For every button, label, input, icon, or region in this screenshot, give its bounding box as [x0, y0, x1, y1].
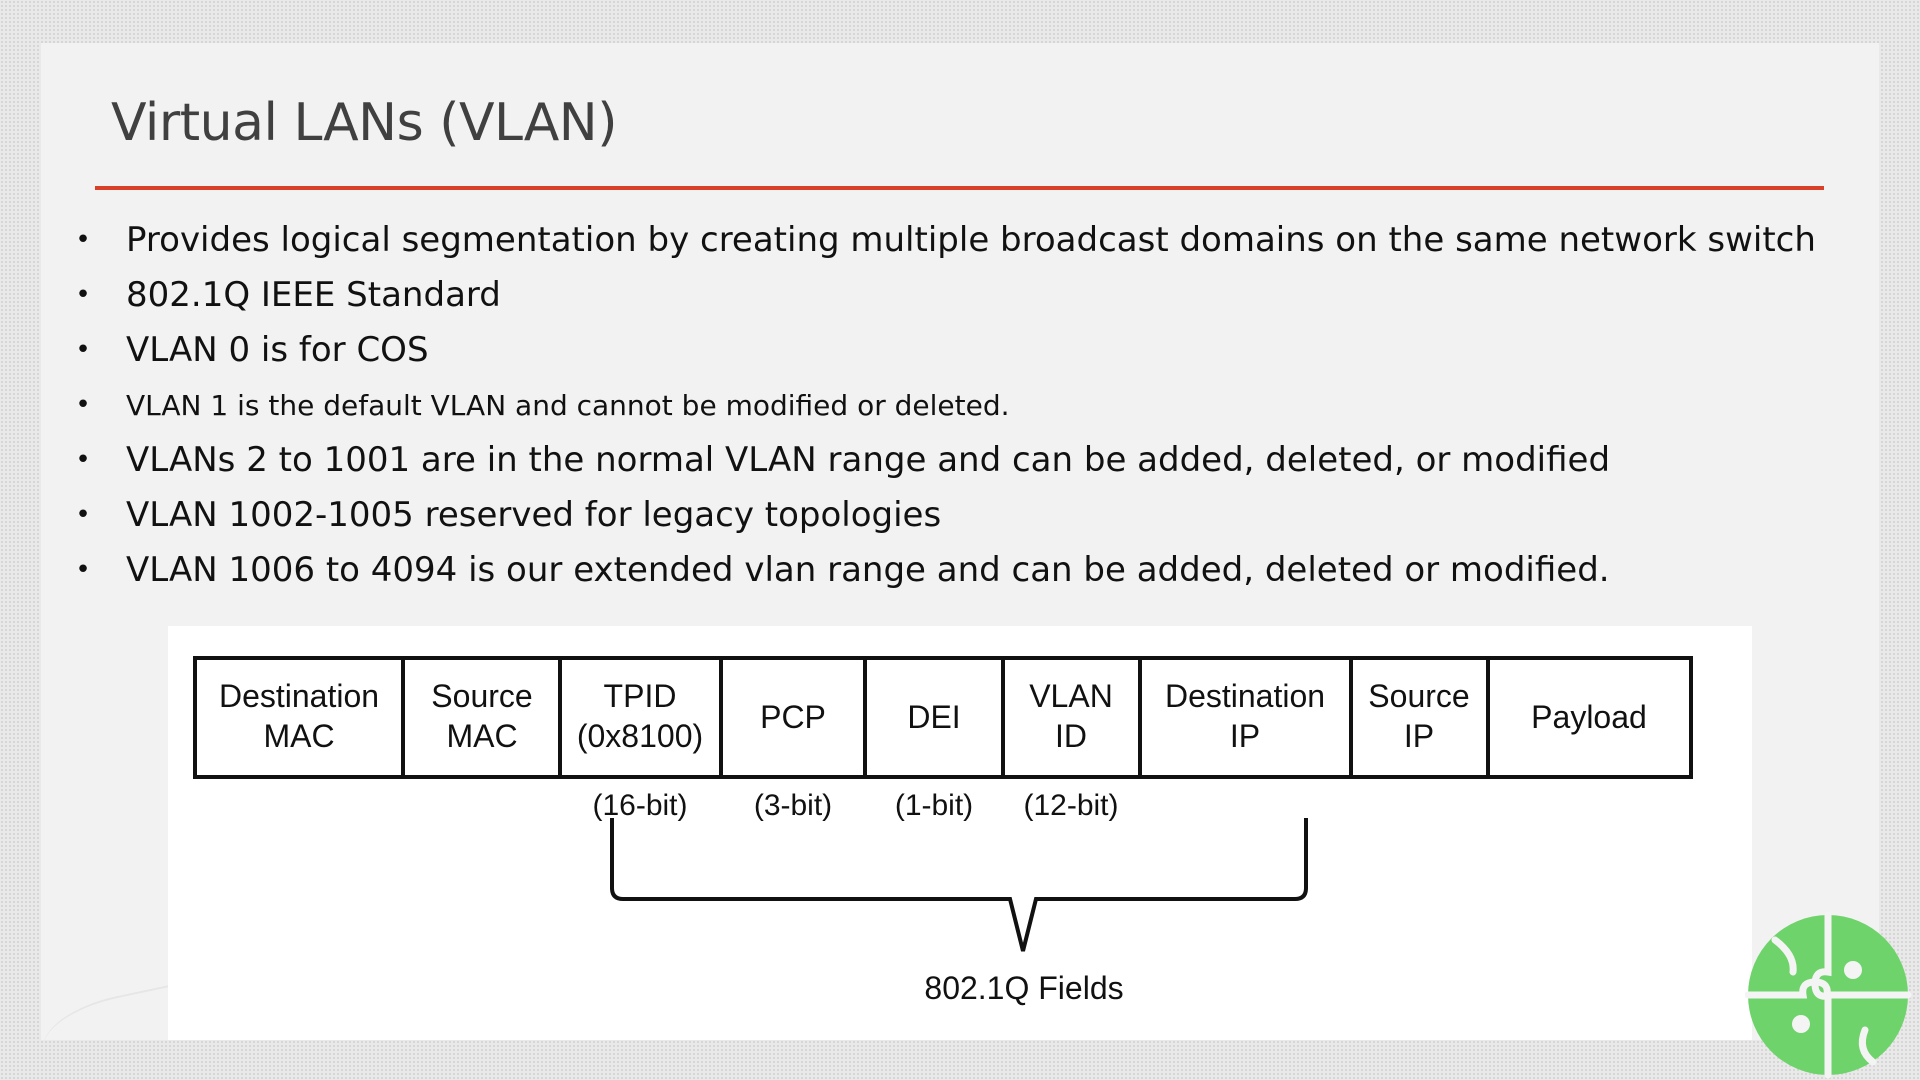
bullet-item: • VLAN 0 is for COS — [71, 323, 1861, 378]
field-destination-ip-line2: IP — [1230, 718, 1260, 754]
field-dei: DEI — [907, 699, 960, 735]
bullet-item: • VLAN 1002-1005 reserved for legacy topo… — [71, 488, 1861, 543]
brace-label: 802.1Q Fields — [924, 970, 1123, 1006]
field-vlan-id-line2: ID — [1055, 718, 1087, 754]
bullet-text: VLAN 0 is for COS — [126, 330, 429, 370]
field-pcp: PCP — [760, 699, 826, 735]
brace-802-1q — [610, 818, 1308, 952]
bullet-text: VLAN 1002-1005 reserved for legacy topol… — [126, 495, 942, 535]
bullet-icon: • — [75, 225, 91, 255]
vlan-frame-diagram: Destination MAC Source MAC TPID (0x8100)… — [168, 626, 1752, 1040]
bullet-text: VLAN 1006 to 4094 is our extended vlan r… — [126, 550, 1610, 590]
bullet-text: VLAN 1 is the default VLAN and cannot be… — [126, 389, 1010, 422]
frame-diagram-svg: Destination MAC Source MAC TPID (0x8100)… — [193, 656, 1693, 1006]
bullet-item: • Provides logical segmentation by creati… — [71, 213, 1861, 268]
field-tpid-line2: (0x8100) — [577, 718, 703, 754]
bullet-text: Provides logical segmentation by creatin… — [126, 220, 1816, 260]
field-destination-mac-line1: Destination — [219, 678, 379, 714]
bits-pcp: (3-bit) — [754, 789, 832, 822]
bullet-item: • VLANs 2 to 1001 are in the normal VLAN … — [71, 433, 1861, 488]
frame-outline — [193, 656, 1693, 779]
field-destination-ip-line1: Destination — [1165, 678, 1325, 714]
bullet-list: • Provides logical segmentation by creati… — [71, 213, 1861, 598]
field-payload: Payload — [1531, 699, 1647, 735]
field-tpid-line1: TPID — [604, 678, 677, 714]
bullet-icon: • — [75, 280, 91, 310]
field-source-ip-line1: Source — [1368, 678, 1469, 714]
bullet-text: 802.1Q IEEE Standard — [126, 275, 501, 315]
bullet-icon: • — [75, 445, 91, 475]
field-source-mac-line1: Source — [431, 678, 532, 714]
puzzle-piece-logo-icon — [1745, 910, 1920, 1080]
bullet-item: • VLAN 1006 to 4094 is our extended vlan … — [71, 543, 1861, 598]
field-destination-mac-line2: MAC — [263, 718, 334, 754]
bullet-icon: • — [75, 335, 91, 365]
slide: Virtual LANs (VLAN) • Provides logical se… — [41, 43, 1879, 1040]
bits-dei: (1-bit) — [895, 789, 973, 822]
bits-tpid: (16-bit) — [592, 789, 687, 822]
bullet-icon: • — [75, 500, 91, 530]
decorative-swoosh — [41, 984, 186, 1040]
slide-title: Virtual LANs (VLAN) — [111, 93, 617, 153]
bullet-item: • VLAN 1 is the default VLAN and cannot b… — [71, 378, 1861, 433]
field-source-ip-line2: IP — [1404, 718, 1434, 754]
bullet-text: VLANs 2 to 1001 are in the normal VLAN r… — [126, 440, 1611, 480]
field-vlan-id-line1: VLAN — [1029, 678, 1113, 714]
title-underline — [95, 186, 1824, 190]
bits-vlan-id: (12-bit) — [1023, 789, 1118, 822]
bullet-icon: • — [75, 390, 91, 420]
field-source-mac-line2: MAC — [446, 718, 517, 754]
bullet-icon: • — [75, 555, 91, 585]
bullet-item: • 802.1Q IEEE Standard — [71, 268, 1861, 323]
